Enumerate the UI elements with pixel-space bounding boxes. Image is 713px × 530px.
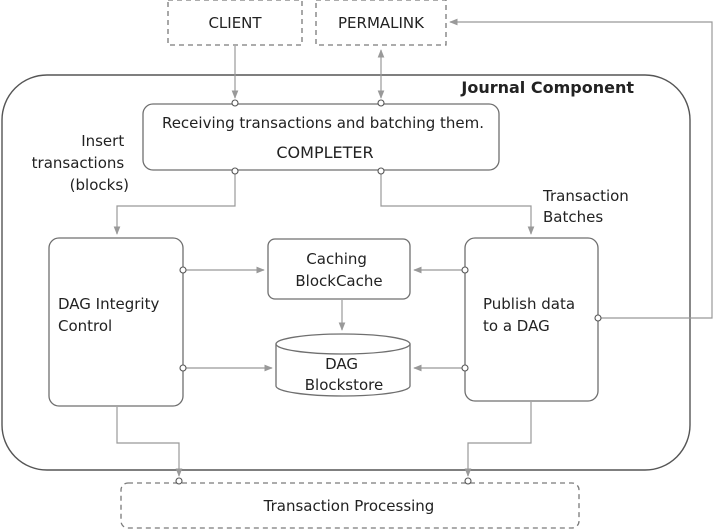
completer-port-client xyxy=(231,99,239,107)
permalink-label: PERMALINK xyxy=(338,14,425,32)
publish-to-permalink-arrow xyxy=(449,18,713,319)
insert-transactions-label: Insert transactions (blocks) xyxy=(32,132,129,194)
transaction-batches-label: Transaction Batches xyxy=(542,187,634,226)
client-label: CLIENT xyxy=(208,14,262,32)
completer-to-publish-arrow xyxy=(380,171,535,235)
client-box xyxy=(167,0,303,46)
dag-integrity-label: DAG Integrity Control xyxy=(58,295,164,335)
blockstore-cylinder xyxy=(275,344,411,397)
permalink-box xyxy=(315,0,447,46)
integrity-port-blockstore xyxy=(179,364,187,372)
completer-to-integrity-arrow xyxy=(113,171,236,235)
processing-port-right xyxy=(464,477,472,485)
publish-to-processing-arrow xyxy=(464,402,532,477)
integrity-port-cache xyxy=(179,266,187,274)
integrity-to-processing-arrow xyxy=(116,407,183,477)
journal-component-title: Journal Component xyxy=(460,78,634,97)
completer-port-insert xyxy=(231,167,239,175)
completer-title: COMPLETER xyxy=(276,143,373,162)
publish-port-blockstore xyxy=(461,364,469,372)
transaction-processing-box xyxy=(120,482,580,529)
completer-description: Receiving transactions and batching them… xyxy=(162,114,484,132)
completer-port-batches xyxy=(377,167,385,175)
blockcache-box xyxy=(267,238,411,300)
blockstore-label: DAG Blockstore xyxy=(305,355,384,394)
completer-port-permalink xyxy=(377,99,385,107)
processing-port-left xyxy=(175,477,183,485)
transaction-processing-label: Transaction Processing xyxy=(263,497,435,515)
blockstore-cylinder-top xyxy=(275,333,411,355)
completer-box xyxy=(142,103,500,171)
dag-integrity-box xyxy=(48,237,184,407)
blockcache-label: Caching BlockCache xyxy=(295,250,382,290)
publish-port-cache xyxy=(461,266,469,274)
publish-label: Publish data to a DAG xyxy=(483,295,580,335)
publish-port-permalink xyxy=(594,314,602,322)
